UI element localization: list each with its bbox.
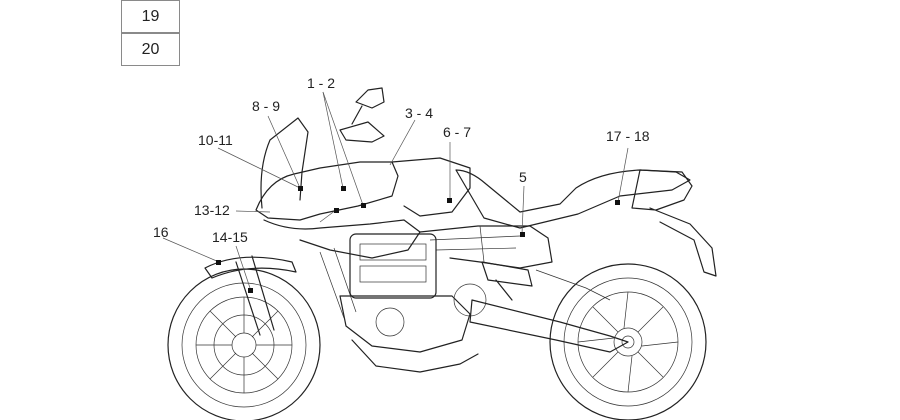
legend-box-19: 19 <box>121 0 180 33</box>
front-wheel <box>167 268 321 420</box>
callout-1-2: 1 - 2 <box>307 75 335 91</box>
label-markers <box>216 186 620 293</box>
leader-lines <box>162 91 629 289</box>
frame-lines <box>429 225 521 263</box>
marker-5 <box>520 232 525 237</box>
tail-section <box>631 169 717 277</box>
windscreen <box>260 117 309 209</box>
fuel-tank <box>391 157 471 217</box>
callout-5: 5 <box>519 169 527 185</box>
engine <box>319 233 487 373</box>
rear-shock <box>481 261 533 301</box>
front-fairing <box>255 161 399 221</box>
callout-6-7: 6 - 7 <box>443 124 471 140</box>
side-panel <box>419 225 553 269</box>
callout-17-18: 17 - 18 <box>606 128 650 144</box>
lower-fairing <box>263 219 421 259</box>
chain-guard <box>535 269 611 301</box>
callout-13-12: 13-12 <box>194 202 230 218</box>
marker-8-9 <box>298 186 303 191</box>
marker-14-15 <box>248 288 253 293</box>
swingarm <box>469 299 629 353</box>
seat <box>455 169 691 229</box>
callout-8-9: 8 - 9 <box>252 98 280 114</box>
callout-10-11: 10-11 <box>198 132 233 148</box>
marker-1-2a <box>341 186 346 191</box>
marker-16 <box>216 260 221 265</box>
marker-13-12 <box>334 208 339 213</box>
callout-3-4: 3 - 4 <box>405 105 433 121</box>
callout-16: 16 <box>153 224 169 240</box>
callout-14-15: 14-15 <box>212 229 248 245</box>
front-fender <box>204 256 297 279</box>
marker-1-2b <box>361 203 366 208</box>
marker-6-7 <box>447 198 452 203</box>
mirror-and-handlebar <box>339 87 385 143</box>
marker-17-18 <box>615 200 620 205</box>
legend-box-20: 20 <box>121 33 180 66</box>
